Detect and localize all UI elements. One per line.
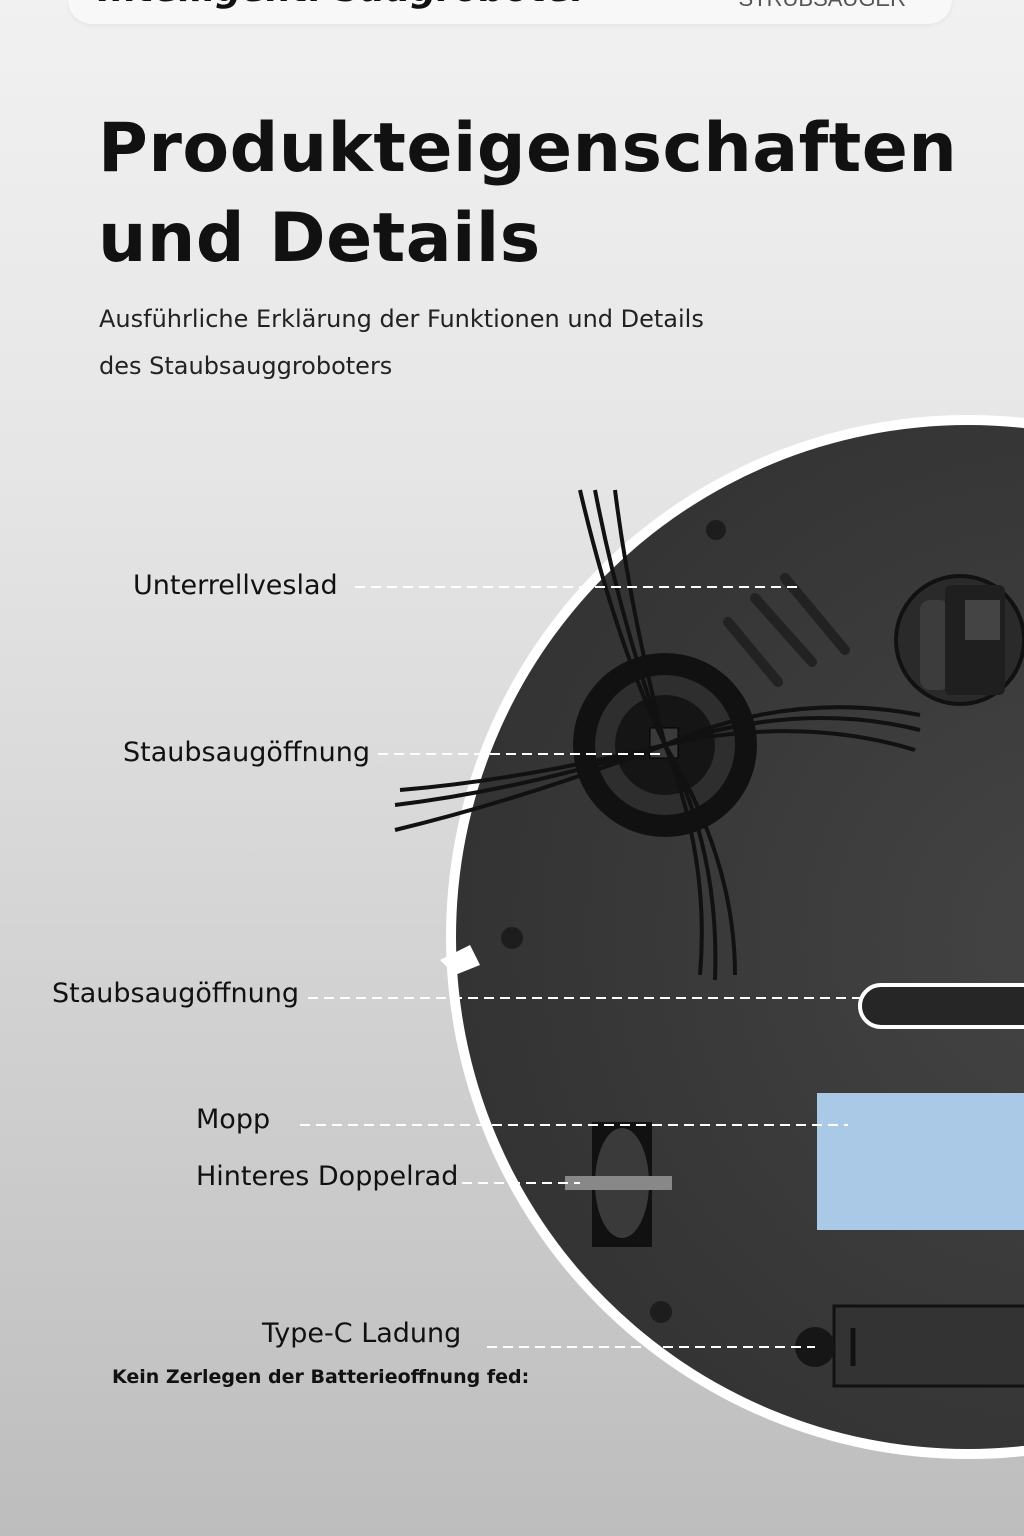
suction-opening	[858, 983, 1024, 1029]
screw-hole	[650, 1301, 672, 1323]
callout-lines	[300, 586, 860, 1348]
vent-slots	[723, 573, 850, 687]
title-line-1: Produkteigenschaften	[98, 109, 958, 188]
front-caster-wheel	[894, 574, 1024, 706]
title-line-2: und Details	[98, 199, 541, 278]
charging-port	[795, 1304, 1024, 1388]
banner-title: Intelligent. Saugroboter	[98, 0, 589, 10]
screw-hole	[706, 520, 726, 540]
subtitle-line-1: Ausführliche Erklärung der Funktionen un…	[99, 305, 704, 333]
subtitle-line-2: des Staubsauggroboters	[99, 352, 393, 380]
banner-badge: STRUBSAUGER	[739, 0, 906, 12]
callout-label-staubsaugoffnung-1: Staubsaugöffnung	[123, 737, 370, 768]
top-banner: Intelligent. Saugroboter STRUBSAUGER	[68, 0, 952, 24]
side-brush	[394, 489, 921, 981]
page-title: Produkteigenschaften und Details	[98, 104, 957, 284]
battery-note: Kein Zerlegen der Batterieoffnung fed:	[112, 1366, 530, 1388]
callout-label-unterrellveslad: Unterrellveslad	[133, 570, 338, 601]
callout-label-mopp: Mopp	[196, 1104, 271, 1135]
callout-label-staubsaugoffnung-2: Staubsaugöffnung	[52, 978, 299, 1009]
page-subtitle: Ausführliche Erklärung der Funktionen un…	[99, 296, 704, 390]
screw-hole	[501, 927, 523, 949]
callout-label-type-c: Type-C Ladung	[262, 1318, 462, 1349]
body-notch	[440, 945, 480, 975]
mop-pad	[817, 1093, 1024, 1230]
callout-label-hinteres-doppelrad: Hinteres Doppelrad	[196, 1161, 459, 1192]
rear-wheel	[565, 1122, 672, 1247]
